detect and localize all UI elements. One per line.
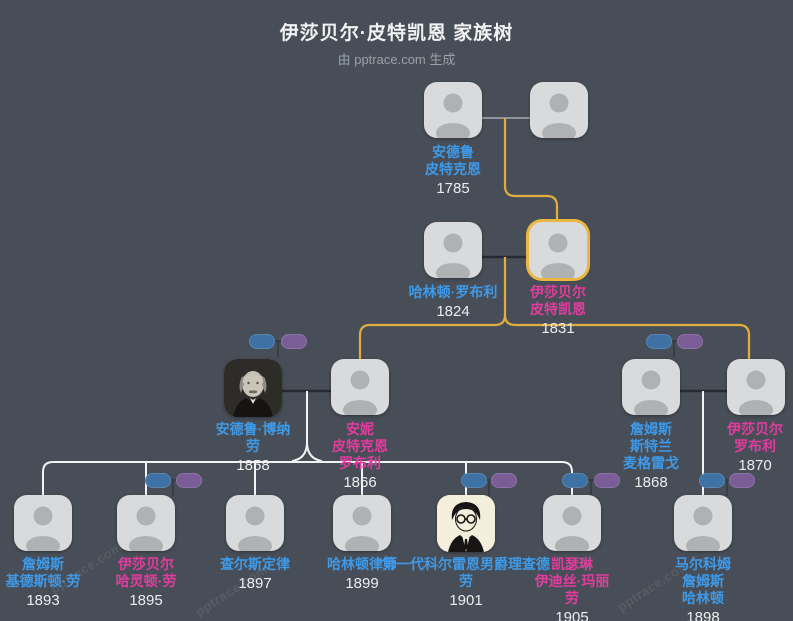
person-card-malcolm-james-harrington[interactable] [674,495,732,551]
person-name: 哈林顿律师 [327,556,397,572]
avatar-placeholder-icon [739,370,773,415]
person-label: 安德鲁·博纳 劳 1858 [183,421,323,475]
person-year: 1831 [541,320,575,337]
collapsed-male-pill[interactable] [249,334,275,349]
collapsed-male-pill[interactable] [699,473,725,488]
portrait-photo [437,495,495,552]
avatar-placeholder-icon [238,506,272,551]
person-label: 詹姆斯 基德斯顿·劳 1893 [0,556,113,610]
person-card-harrington-robley[interactable] [424,222,482,278]
person-name: 伊莎贝尔 皮特凯恩 [530,284,586,317]
person-name: 凯瑟琳 伊迪丝·玛丽 劳 [534,556,610,606]
person-label: 查尔斯定律 1897 [185,556,325,593]
person-card-james-kidston-law[interactable] [14,495,72,551]
person-year: 1898 [686,609,720,621]
person-card-andrew-pitcairn[interactable] [424,82,482,138]
person-card-harrington-law[interactable] [333,495,391,551]
page-subtitle: 由 pptrace.com 生成 [337,52,456,67]
person-year: 1905 [555,609,589,621]
person-name: 查尔斯定律 [220,556,290,572]
person-year: 1901 [449,592,483,609]
person-card-isabel-pitcairn[interactable] [529,222,587,278]
person-card-unknown-spouse[interactable] [530,82,588,138]
avatar-placeholder-icon [436,233,470,278]
person-name: 詹姆斯 斯特兰 麦格雷戈 [623,421,679,471]
collapsed-male-pill[interactable] [461,473,487,488]
person-year: 1895 [129,592,163,609]
person-card-isabel-robley[interactable] [727,359,785,415]
collapsed-female-pill[interactable] [729,473,755,488]
person-name: 伊莎贝尔 哈灵顿·劳 [115,556,177,589]
person-label: 伊莎贝尔 哈灵顿·劳 1895 [76,556,216,610]
person-card-isabel-harrington-law[interactable] [117,495,175,551]
person-name: 安德鲁·博纳 劳 [215,421,291,454]
avatar-placeholder-icon [555,506,589,551]
avatar-placeholder-icon [686,506,720,551]
person-name: 伊莎贝尔 罗布利 [727,421,783,454]
portrait-photo [224,359,282,417]
person-card-andrew-bonar-law[interactable] [224,359,282,417]
collapsed-female-pill[interactable] [281,334,307,349]
person-card-annie-pitcairn-robley[interactable] [331,359,389,415]
person-label: 哈林顿律师 1899 [292,556,432,593]
collapsed-female-pill[interactable] [176,473,202,488]
avatar-placeholder-icon [345,506,379,551]
person-year: 1899 [345,575,379,592]
avatar-placeholder-icon [129,506,163,551]
person-year: 1858 [236,457,270,474]
person-label: 詹姆斯 斯特兰 麦格雷戈 1868 [581,421,721,492]
collapsed-male-pill[interactable] [145,473,171,488]
person-year: 1868 [634,474,668,491]
person-card-james-strang-mcgrigor[interactable] [622,359,680,415]
person-label: 第一代科尔雷恩男爵理查德 劳 1901 [356,556,576,610]
person-year: 1824 [436,303,470,320]
person-label: 凯瑟琳 伊迪丝·玛丽 劳 1905 [502,556,642,621]
collapsed-female-pill[interactable] [594,473,620,488]
person-label: 哈林顿·罗布利 1824 [383,284,523,321]
avatar-placeholder-icon [541,233,575,278]
collapsed-male-pill[interactable] [646,334,672,349]
page-title: 伊莎贝尔·皮特凯恩 家族树 [279,23,514,44]
person-name: 马尔科姆 詹姆斯 哈林顿 [675,556,731,606]
person-label: 马尔科姆 詹姆斯 哈林顿 1898 [633,556,773,621]
collapsed-male-pill[interactable] [562,473,588,488]
person-name: 哈林顿·罗布利 [408,284,498,300]
collapsed-female-pill[interactable] [491,473,517,488]
avatar-placeholder-icon [26,506,60,551]
person-card-charles-law[interactable] [226,495,284,551]
person-year: 1897 [238,575,272,592]
avatar-placeholder-icon [634,370,668,415]
person-name: 安妮 皮特克恩 罗布利 [332,421,388,471]
collapsed-female-pill[interactable] [677,334,703,349]
person-label: 安妮 皮特克恩 罗布利 1866 [290,421,430,492]
person-year: 1866 [343,474,377,491]
avatar-placeholder-icon [436,93,470,138]
person-card-richard-law[interactable] [437,495,495,552]
person-card-catherine-edith-mary-law[interactable] [543,495,601,551]
person-label: 伊莎贝尔 皮特凯恩 1831 [488,284,628,338]
avatar-placeholder-icon [542,93,576,138]
person-label: 安德鲁 皮特克恩 1785 [383,144,523,198]
person-name: 第一代科尔雷恩男爵理查德 劳 [382,556,550,589]
person-year: 1785 [436,180,470,197]
avatar-placeholder-icon [343,370,377,415]
person-year: 1893 [26,592,60,609]
person-label: 伊莎贝尔 罗布利 1870 [685,421,793,475]
person-name: 詹姆斯 基德斯顿·劳 [5,556,81,589]
person-year: 1870 [738,457,772,474]
person-name: 安德鲁 皮特克恩 [425,144,481,177]
